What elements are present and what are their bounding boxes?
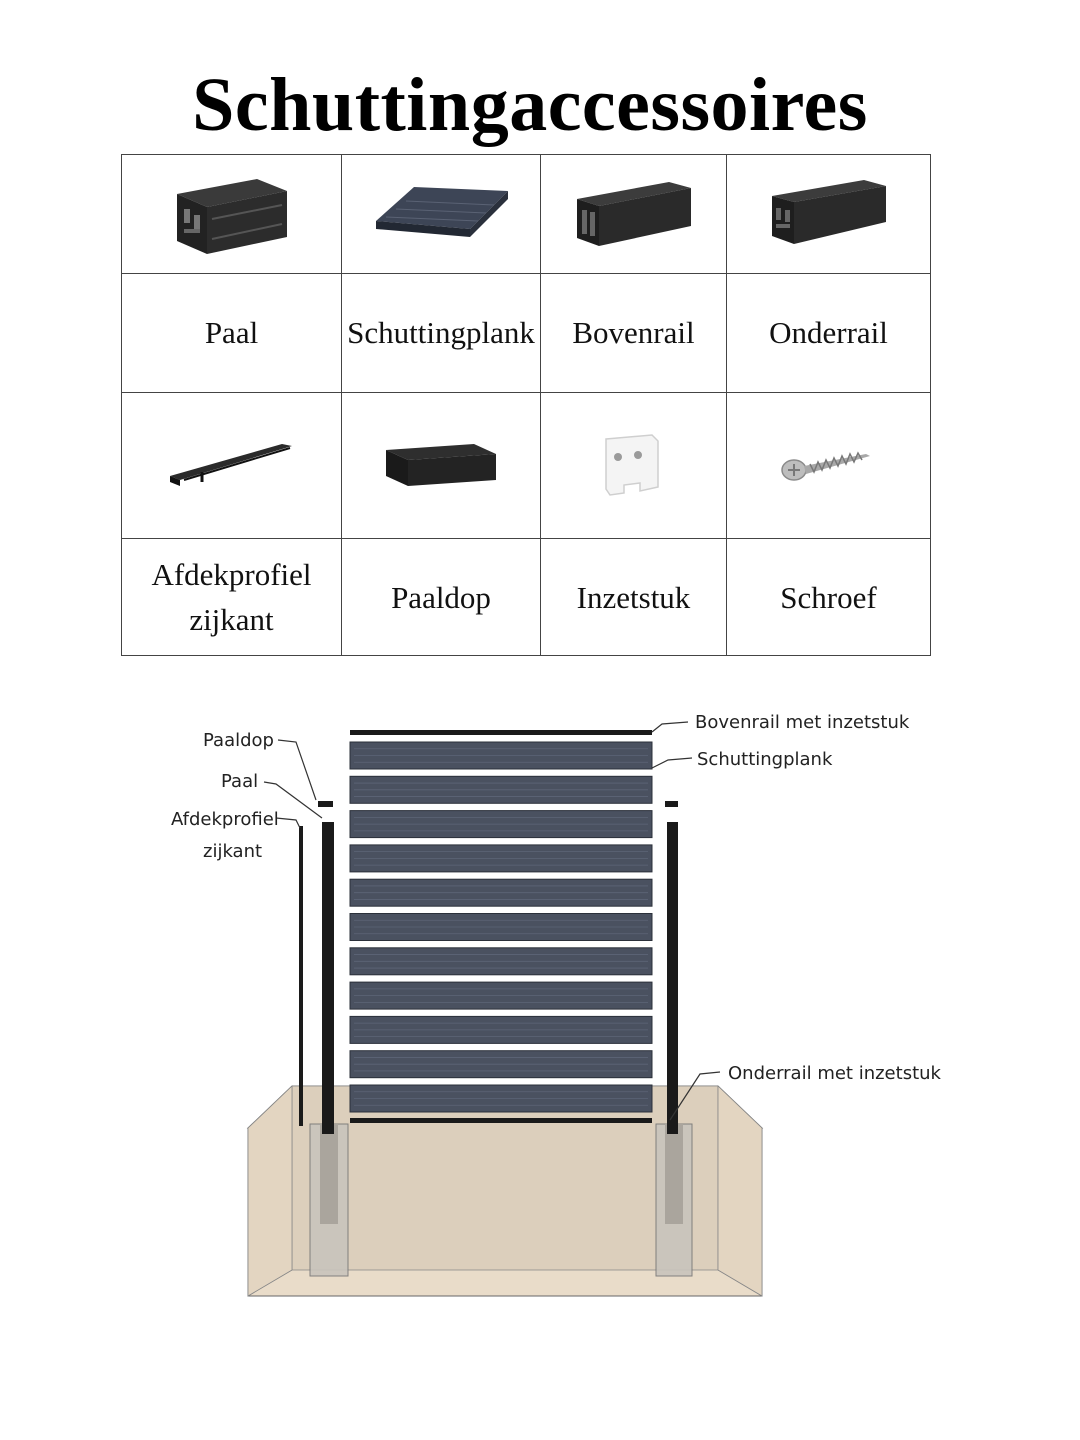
top-rail [350,730,652,735]
insert-piece-icon [604,433,659,496]
label-bovenrail: Bovenrail [540,273,727,393]
bottom-rail-icon [771,180,886,244]
side-cover-profile-icon [169,443,292,486]
label-paaldop: Paaldop [341,538,541,656]
label-afdekprofiel-line-2: zijkant [189,602,274,637]
diagram-label-paal: Paal [221,771,258,792]
label-schroef: Schroef [726,538,931,656]
cell-paaldop-image [341,392,541,539]
cell-paal-image [121,154,342,274]
top-rail-icon [576,182,691,246]
cell-inzetstuk-image [540,392,727,539]
leader-schuttingplank [651,757,693,769]
accessories-table: Paal Schuttingplank Bovenrail Onderrail [121,154,931,656]
diagram-label-paaldop: Paaldop [203,730,274,751]
label-schuttingplank: Schuttingplank [341,273,541,393]
label-inzetstuk: Inzetstuk [540,538,727,656]
diagram-label-afdekprofiel-2: zijkant [203,841,262,862]
post-cap-left [318,801,333,807]
post-right [667,822,678,1134]
leader-onderrail [669,1071,721,1121]
diagram-label-bovenrail: Bovenrail met inzetstuk [695,712,910,733]
fence-board-icon [376,187,508,237]
diagram-label-schuttingplank: Schuttingplank [697,749,833,770]
post-sleeve-right [655,1123,693,1277]
post-sleeve-left [309,1123,349,1277]
label-row-2: Afdekprofiel zijkant Paaldop Inzetstuk S… [121,538,931,656]
screw-icon [780,450,870,481]
leader-afdekprofiel [275,817,301,829]
leader-paal [263,781,323,819]
side-cover-profile-left [299,826,303,1126]
cell-schuttingplank-image [341,154,541,274]
bottom-rail [350,1118,652,1123]
fence-assembly-diagram: Paaldop Paal Afdekprofiel zijkant Bovenr… [171,712,942,1297]
post-cap-icon [386,443,496,486]
label-paal: Paal [121,273,342,393]
cell-onderrail-image [726,154,931,274]
fence-boards [349,741,653,1113]
post-left [322,822,334,1134]
label-row-1: Paal Schuttingplank Bovenrail Onderrail [121,273,931,393]
diagram-label-onderrail: Onderrail met inzetstuk [728,1063,942,1084]
label-afdekprofiel-line-1: Afdekprofiel [151,557,312,592]
label-onderrail: Onderrail [726,273,931,393]
cell-bovenrail-image [540,154,727,274]
label-afdekprofiel: Afdekprofiel zijkant [121,538,342,656]
post-profile-icon [176,179,287,254]
diagram-label-afdekprofiel-1: Afdekprofiel [171,809,279,830]
post-cap-right [665,801,678,807]
leader-bovenrail [651,721,689,733]
cell-afdekprofiel-image [121,392,342,539]
cell-schroef-image [726,392,931,539]
image-row-1 [121,154,931,274]
page-title: Schuttingaccessoires [192,63,868,147]
leader-paaldop [277,739,317,801]
image-row-2 [121,392,931,539]
